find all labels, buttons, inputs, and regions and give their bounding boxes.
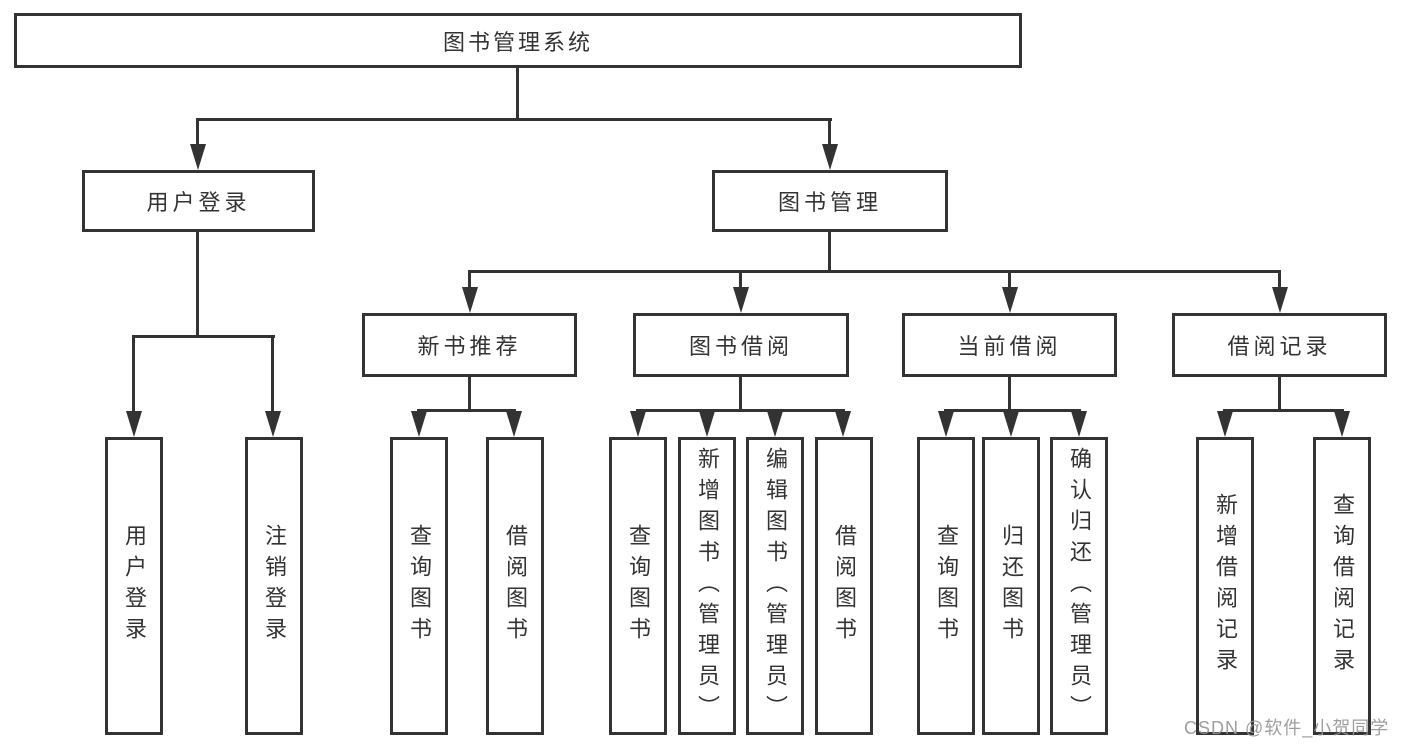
- leaf-bb-add-books: 新增图书（管理员）: [678, 437, 736, 735]
- arrowhead-down-icon: [265, 411, 281, 437]
- connector-rail-level2: [197, 118, 832, 121]
- node-new-book-recommend-label: 新书推荐: [417, 334, 522, 359]
- node-current-borrow-label: 当前借阅: [957, 334, 1062, 359]
- arrowhead-down-icon: [1071, 411, 1087, 437]
- connector-stem-root: [516, 68, 519, 121]
- connector-rail-borrow-records: [1223, 409, 1344, 412]
- arrowhead-down-icon: [506, 411, 522, 437]
- leaf-login: 用户登录: [105, 437, 163, 735]
- arrowhead-down-icon: [411, 411, 427, 437]
- leaf-bb-borrow-books: 借阅图书: [815, 437, 873, 735]
- arrowhead-down-icon: [190, 144, 206, 170]
- connector-stem-new-book-recommend: [468, 377, 471, 412]
- node-book-borrow: 图书借阅: [633, 313, 849, 377]
- node-new-book-recommend: 新书推荐: [362, 313, 577, 377]
- arrowhead-down-icon: [699, 411, 715, 437]
- leaf-login-label: 用户登录: [122, 524, 147, 648]
- node-book-management-label: 图书管理: [777, 190, 882, 215]
- connector-drop-borrow-records: [1278, 270, 1281, 290]
- arrowhead-down-icon: [630, 411, 646, 437]
- arrowhead-down-icon: [1002, 287, 1018, 313]
- node-current-borrow: 当前借阅: [902, 313, 1117, 377]
- connector-rail-new-book-recommend: [417, 409, 516, 412]
- connector-drop-new-book-recommend: [468, 270, 471, 290]
- leaf-rec-query-books-label: 查询图书: [407, 524, 432, 648]
- leaf-br-query-record-label: 查询借阅记录: [1330, 493, 1355, 679]
- connector-drop-login-leaf: [132, 335, 135, 415]
- leaf-cb-confirm-return: 确认归还（管理员）: [1050, 437, 1108, 735]
- node-borrow-records: 借阅记录: [1172, 313, 1387, 377]
- connector-drop-book-management: [828, 118, 831, 150]
- node-book-management: 图书管理: [712, 170, 948, 232]
- leaf-rec-query-books: 查询图书: [390, 437, 448, 735]
- node-root-label: 图书管理系统: [442, 29, 593, 55]
- arrowhead-down-icon: [822, 144, 838, 170]
- connector-rail-book-borrow: [636, 409, 845, 412]
- connector-stem-book-borrow: [739, 377, 742, 412]
- connector-stem-borrow-records: [1278, 377, 1281, 412]
- leaf-cb-query-books: 查询图书: [917, 437, 975, 735]
- connector-rail-level3: [468, 270, 1281, 273]
- leaf-bb-edit-books: 编辑图书（管理员）: [746, 437, 804, 735]
- leaf-logout: 注销登录: [245, 437, 303, 735]
- node-user-login: 用户登录: [82, 170, 315, 232]
- leaf-bb-query-books: 查询图书: [609, 437, 667, 735]
- leaf-cb-return-books-label: 归还图书: [999, 524, 1024, 648]
- connector-drop-logout-leaf: [271, 335, 274, 415]
- connector-stem-current-borrow: [1008, 377, 1011, 412]
- leaf-rec-borrow-books-label: 借阅图书: [503, 524, 528, 648]
- node-root: 图书管理系统: [14, 13, 1022, 68]
- connector-drop-user-login: [196, 118, 199, 150]
- connector-drop-book-borrow: [739, 270, 742, 290]
- arrowhead-down-icon: [767, 411, 783, 437]
- leaf-bb-borrow-books-label: 借阅图书: [832, 524, 857, 648]
- leaf-br-add-record: 新增借阅记录: [1196, 437, 1254, 735]
- arrowhead-down-icon: [1217, 411, 1233, 437]
- leaf-br-query-record: 查询借阅记录: [1313, 437, 1371, 735]
- leaf-cb-query-books-label: 查询图书: [934, 524, 959, 648]
- arrowhead-down-icon: [1272, 287, 1288, 313]
- arrowhead-down-icon: [126, 411, 142, 437]
- arrowhead-down-icon: [835, 411, 851, 437]
- connector-stem-book-management: [828, 232, 831, 273]
- node-borrow-records-label: 借阅记录: [1227, 334, 1332, 359]
- leaf-logout-label: 注销登录: [262, 524, 287, 648]
- arrowhead-down-icon: [1334, 411, 1350, 437]
- connector-drop-current-borrow: [1008, 270, 1011, 290]
- arrowhead-down-icon: [733, 287, 749, 313]
- leaf-rec-borrow-books: 借阅图书: [486, 437, 544, 735]
- connector-rail-current-borrow: [944, 409, 1081, 412]
- connector-stem-user-login: [196, 232, 199, 338]
- connector-rail-user-login: [132, 335, 275, 338]
- leaf-bb-query-books-label: 查询图书: [626, 524, 651, 648]
- arrowhead-down-icon: [1003, 411, 1019, 437]
- leaf-cb-return-books: 归还图书: [982, 437, 1040, 735]
- leaf-bb-edit-books-label: 编辑图书（管理员）: [763, 446, 788, 726]
- leaf-br-add-record-label: 新增借阅记录: [1213, 493, 1238, 679]
- csdn-watermark: CSDN @软件_小贺同学: [1184, 718, 1390, 738]
- arrowhead-down-icon: [462, 287, 478, 313]
- leaf-bb-add-books-label: 新增图书（管理员）: [695, 446, 720, 726]
- node-user-login-label: 用户登录: [146, 190, 251, 215]
- leaf-cb-confirm-return-label: 确认归还（管理员）: [1067, 446, 1092, 726]
- arrowhead-down-icon: [938, 411, 954, 437]
- node-book-borrow-label: 图书借阅: [688, 334, 793, 359]
